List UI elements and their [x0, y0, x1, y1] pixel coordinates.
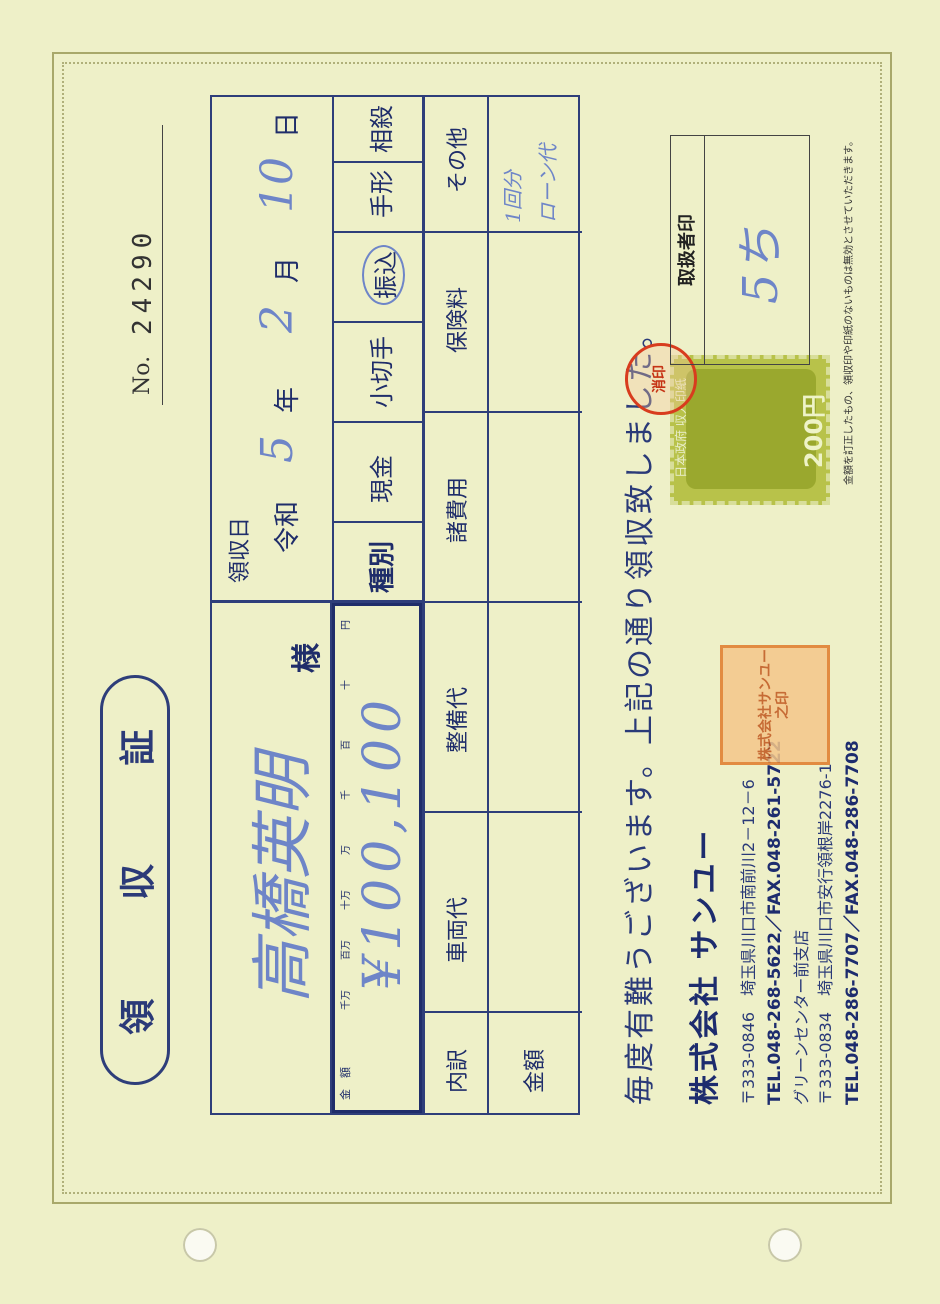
- month-char: 月: [273, 256, 303, 283]
- thank-you-message: 毎度有難うございます。上記の通り領収致しました。: [623, 316, 658, 1105]
- type-option-bill[interactable]: 手形: [368, 170, 396, 218]
- recipient-suffix: 様: [290, 643, 325, 673]
- handler-box: 取扱者印 5ち: [670, 135, 810, 365]
- day-char: 日: [273, 111, 303, 138]
- divider: [332, 161, 422, 163]
- tel-branch: TEL.048-286-7707／FAX.048-286-7708: [843, 740, 863, 1105]
- divider: [422, 1011, 582, 1013]
- recipient-name: 高橋英明: [246, 754, 319, 1003]
- company-seal: 株式会社サンユー之印: [720, 645, 830, 765]
- divider: [487, 97, 489, 1113]
- address-main: 〒333-0846 埼玉県川口市南前川2－12－6: [739, 779, 758, 1105]
- amount-value: ¥100,100: [353, 693, 413, 990]
- date-month: 2: [252, 305, 303, 333]
- unit-label: 十: [341, 680, 352, 690]
- binder-hole-left: [183, 1228, 217, 1262]
- divider: [422, 411, 582, 413]
- receipt-content: 領 収 証 No. 24290 高橋英明 様 金 額 千万 百万 十万 万: [70, 75, 870, 1185]
- breakdown-misc: 諸費用: [446, 476, 471, 543]
- amount-box: 金 額 千万 百万 十万 万 千 百 十 円 ¥100,100: [332, 603, 422, 1113]
- divider: [332, 421, 422, 423]
- decorative-inner-border: [62, 62, 882, 1194]
- type-option-transfer[interactable]: 振込: [362, 245, 405, 305]
- divider: [422, 601, 582, 603]
- unit-label: 千: [341, 790, 352, 800]
- handler-label: 取扱者印: [671, 136, 705, 364]
- footnote: 金額を訂正したもの、領収印や印紙のないものは無効とさせていただきます。: [844, 136, 855, 485]
- receipt-title: 領 収 証: [100, 675, 170, 1085]
- breakdown-vehicle: 車両代: [446, 896, 471, 963]
- type-option-cash[interactable]: 現金: [368, 455, 396, 503]
- handler-signature: 5ち: [733, 225, 789, 304]
- number-label: No.: [130, 355, 155, 395]
- unit-label: 百: [341, 740, 352, 750]
- divider: [422, 231, 582, 233]
- type-label: 種別: [368, 540, 398, 593]
- breakdown-insurance: 保険料: [446, 286, 471, 353]
- type-option-check[interactable]: 小切手: [368, 336, 396, 408]
- unit-label: 百万: [341, 940, 352, 960]
- unit-label: 千万: [341, 990, 352, 1010]
- receipt-number: 24290: [128, 226, 158, 335]
- breakdown-other: その他: [446, 126, 471, 193]
- title-char: 収: [118, 860, 159, 901]
- unit-label: 十万: [341, 890, 352, 910]
- receipt-table: 高橋英明 様 金 額 千万 百万 十万 万 千 百 十 円 ¥100,100 領…: [210, 95, 582, 1115]
- divider: [332, 97, 334, 603]
- other-note-2: ローン代: [536, 144, 560, 223]
- binder-hole-right: [768, 1228, 802, 1262]
- branch-name: グリーンセンター前支店: [792, 929, 811, 1105]
- breakdown-maintenance: 整備代: [446, 686, 471, 753]
- year-char: 年: [273, 386, 303, 413]
- unit-label: 万: [341, 845, 352, 855]
- total-label: 金額: [523, 1048, 548, 1093]
- address-branch: 〒333-0834 埼玉県川口市安行領根岸2276-1: [816, 763, 835, 1105]
- divider: [332, 521, 422, 523]
- type-option-offset[interactable]: 相殺: [368, 105, 396, 153]
- date-label: 領収日: [228, 516, 253, 583]
- title-char: 証: [118, 725, 159, 766]
- tel-main: TEL.048-268-5622／FAX.048-261-5722: [765, 740, 785, 1105]
- era: 令和: [273, 500, 303, 553]
- divider: [422, 811, 582, 813]
- other-note-1: 1回分: [501, 170, 525, 223]
- date-year: 5: [252, 435, 303, 463]
- breakdown-label: 内訳: [446, 1048, 471, 1093]
- decorative-border: [52, 52, 892, 1204]
- company-name: 株式会社 サンユー: [688, 827, 723, 1105]
- number-underline: [162, 125, 163, 405]
- amount-label: 金 額: [339, 1067, 352, 1100]
- stamp-value: 200円: [800, 393, 828, 469]
- divider: [332, 321, 422, 323]
- unit-label: 円: [341, 620, 352, 630]
- divider: [422, 97, 425, 1113]
- title-char: 領: [118, 994, 159, 1035]
- divider: [332, 231, 422, 233]
- date-day: 10: [252, 157, 303, 213]
